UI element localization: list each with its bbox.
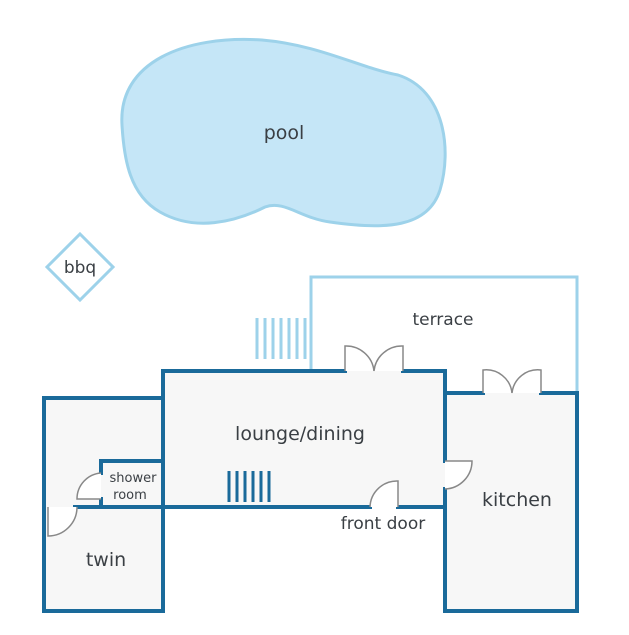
twin-room-door (47, 506, 78, 537)
lounge-dining-label: lounge/dining (235, 423, 365, 445)
doors (47, 345, 542, 537)
shower-room-label-line1: shower (110, 471, 158, 486)
terrace-label: terrace (412, 310, 473, 330)
kitchen-terrace-door (482, 369, 513, 394)
pool (120, 37, 447, 228)
pool-label: pool (264, 122, 305, 144)
shower-room-door (76, 472, 102, 500)
walls (42, 369, 579, 613)
kitchen-label: kitchen (482, 489, 552, 511)
front-door-label: front door (341, 514, 425, 534)
shower-room-label-line2: room (113, 488, 147, 503)
bbq-label: bbq (64, 258, 96, 278)
terrace-outline (309, 275, 579, 393)
twin-label: twin (86, 549, 126, 571)
bbq (44, 231, 116, 303)
indoor-steps (227, 471, 271, 502)
kitchen-room (445, 393, 577, 611)
lounge-kitchen-door (444, 460, 473, 490)
front-door (369, 480, 399, 508)
outdoor-steps (255, 318, 307, 359)
lounge-terrace-door (344, 345, 375, 372)
shower-room (101, 461, 163, 507)
